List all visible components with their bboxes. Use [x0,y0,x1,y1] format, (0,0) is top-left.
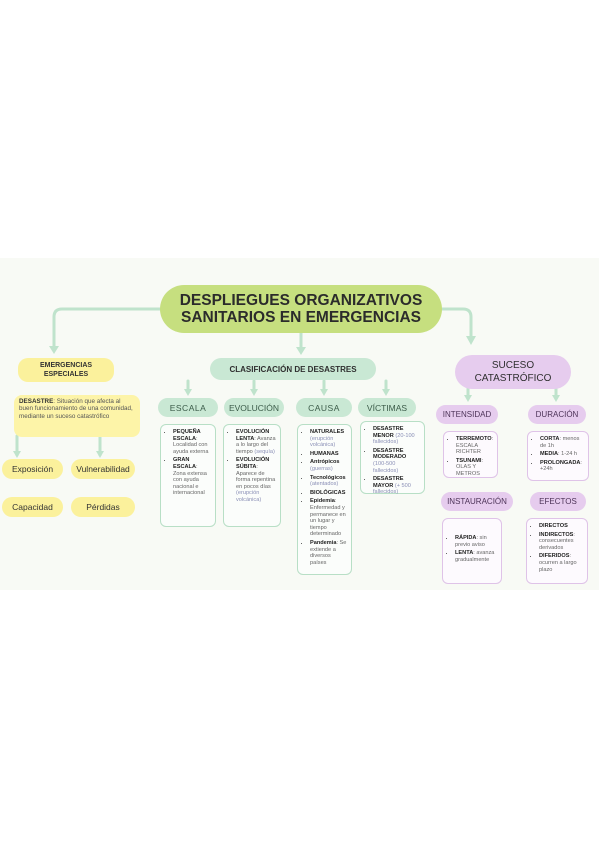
victimas-item-mayor: DESASTRE MAYOR (+ 500 fallecidos) [373,476,420,496]
emergencias-especiales-node: EMERGENCIAS ESPECIALES [18,358,114,382]
efectos-card: DIRECTOS INDIRECTOS: consecuentes deriva… [526,518,588,584]
escala-node: ESCALA [158,398,218,417]
suceso-label-line-2: CATASTRÓFICO [474,373,552,384]
exposicion-node: Exposición [2,459,63,479]
clasificacion-desastres-node: CLASIFICACIÓN DE DESASTRES [210,358,376,380]
causa-node: CAUSA [296,398,352,417]
desastre-term: DESASTRE [19,398,54,405]
causa-item-humanas: HUMANAS [310,451,347,458]
duracion-item-prolongada: PROLONGADA: +24h [540,460,584,473]
intensidad-item-terremoto: TERREMOTO: ESCALA RICHTER [456,436,493,456]
main-title-line-2: SANITARIOS EN EMERGENCIAS [180,309,421,326]
causa-card: NATURALES (erupción volcánica) HUMANAS A… [297,424,352,575]
evolucion-item-lenta: EVOLUCIÓN LENTA: Avanza a lo largo del t… [236,429,276,455]
intensidad-node: INTENSIDAD [436,405,498,424]
exposicion-label: Exposición [11,464,54,474]
intensidad-card: TERREMOTO: ESCALA RICHTER TSUNAMI: OLAS … [443,431,498,478]
victimas-label: VÍCTIMAS [366,402,408,413]
connector-lines [13,307,560,458]
escala-card: PEQUEÑA ESCALA: Localidad con ayuda exte… [160,424,216,527]
causa-item-biologicas: BIOLÓGICAS [310,490,347,497]
causa-item-naturales: NATURALES (erupción volcánica) [310,429,347,449]
vulnerabilidad-label: Vulnerabilidad [76,464,130,474]
causa-item-antropicos: Antrópicos (guerras) [310,459,347,472]
duracion-node: DURACIÓN [528,405,586,424]
duracion-item-corta: CORTA: menos de 1h [540,436,584,449]
evolucion-node: EVOLUCIÓN [224,398,284,417]
main-title: DESPLIEGUES ORGANIZATIVOS SANITARIOS EN … [160,285,442,333]
evolucion-item-subita: EVOLUCIÓN SÚBITA: Aparece de forma repen… [236,457,276,503]
evolucion-card: EVOLUCIÓN LENTA: Avanza a lo largo del t… [223,424,281,527]
mind-map-canvas: DESPLIEGUES ORGANIZATIVOS SANITARIOS EN … [0,258,599,590]
efectos-item-indirectos: INDIRECTOS: consecuentes derivados [539,532,583,552]
capacidad-node: Capacidad [2,497,63,517]
efectos-item-directos: DIRECTOS [539,523,583,530]
duracion-item-media: MEDIA: 1-24 h [540,451,584,458]
duracion-card: CORTA: menos de 1h MEDIA: 1-24 h PROLONG… [527,431,589,481]
intensidad-item-tsunami: TSUNAMI: OLAS Y METROS [456,458,493,478]
vulnerabilidad-node: Vulnerabilidad [71,459,135,479]
suceso-label-line-1: SUCESO [491,360,535,371]
instauracion-label: INSTAURACIÓN [447,497,507,506]
causa-item-pandemia: Pandemia: Se extiende a diversos países [310,540,347,566]
instauracion-item-lenta: LENTA: avanza gradualmente [455,550,497,563]
desastre-text: : Situación que afecta al buen funcionam… [19,398,133,420]
perdidas-node: Pérdidas [71,497,135,517]
capacidad-label: Capacidad [12,502,53,512]
causa-item-tecnologicos: Tecnológicos (atentados) [310,475,347,488]
escala-item-pequena: PEQUEÑA ESCALA: Localidad con ayuda exte… [173,429,211,455]
instauracion-node: INSTAURACIÓN [441,492,513,511]
perdidas-label: Pérdidas [86,502,120,512]
instauracion-card: RÁPIDA: sin previo aviso LENTA: avanza g… [442,518,502,584]
desastre-definition: DESASTRE: Situación que afecta al buen f… [14,395,140,437]
efectos-node: EFECTOS [530,492,586,511]
emergencias-label-line-2: ESPECIALES [43,371,89,378]
efectos-label: EFECTOS [539,497,577,506]
victimas-item-moderado: DESASTRE MODERADO (100-500 fallecidos) [373,448,420,474]
causa-label: CAUSA [308,402,340,413]
duracion-label: DURACIÓN [535,410,579,419]
victimas-card: DESASTRE MENOR (20-100 fallecidos) DESAS… [360,421,425,496]
emergencias-label-line-1: EMERGENCIAS [39,362,93,369]
escala-item-gran: GRAN ESCALA: Zona extensa con ayuda naci… [173,457,211,497]
main-title-line-1: DESPLIEGUES ORGANIZATIVOS [179,292,423,309]
victimas-item-menor: DESASTRE MENOR (20-100 fallecidos) [373,426,420,446]
efectos-item-diferidos: DIFERIDOS: ocurren a largo plazo [539,553,583,573]
escala-label: ESCALA [169,402,207,413]
causa-item-epidemia: Epidemia: Enfermedad y permanece en un l… [310,498,347,538]
instauracion-item-rapida: RÁPIDA: sin previo aviso [455,535,497,548]
victimas-node: VÍCTIMAS [358,398,416,417]
intensidad-label: INTENSIDAD [442,410,492,419]
suceso-catastrofico-node: SUCESO CATASTRÓFICO [455,355,571,389]
evolucion-label: EVOLUCIÓN [228,402,280,413]
clasificacion-label: CLASIFICACIÓN DE DESASTRES [229,364,357,374]
